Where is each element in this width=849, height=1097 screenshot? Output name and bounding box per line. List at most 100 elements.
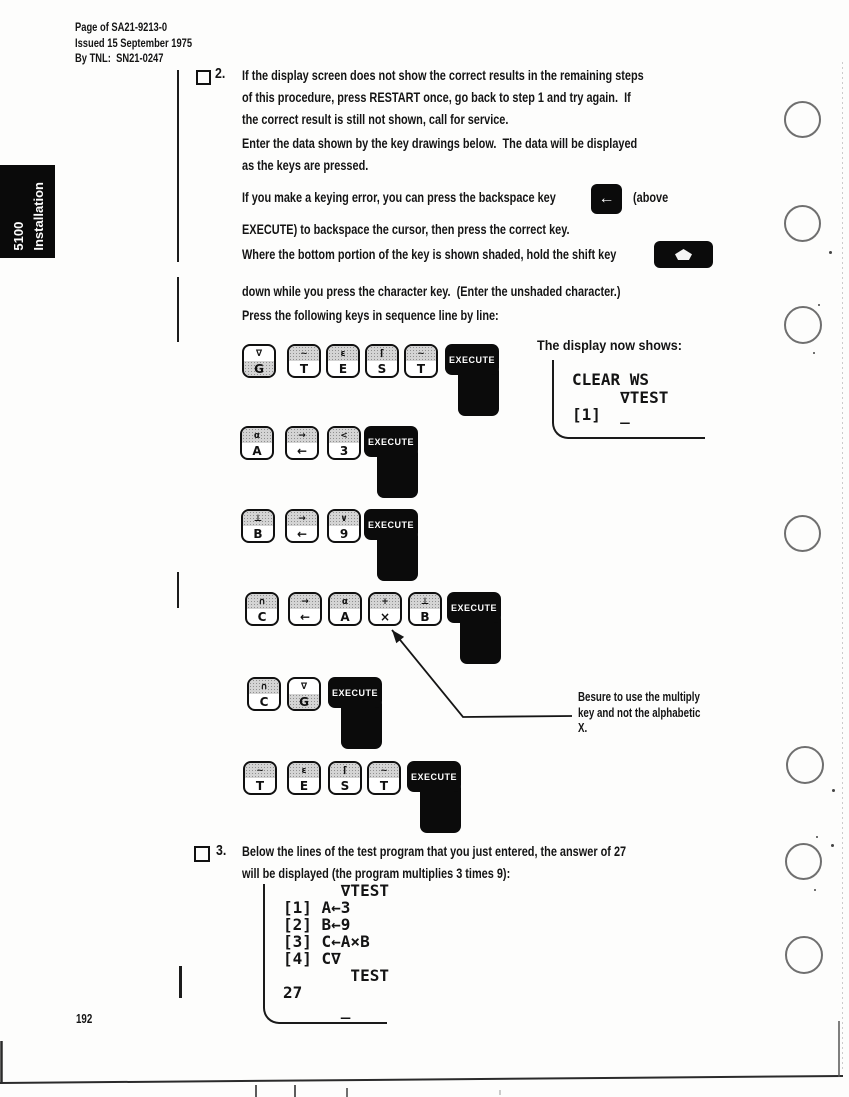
step2-para4: EXECUTE) to backspace the cursor, then p… <box>242 221 570 237</box>
key-cap-←: →← <box>288 592 322 626</box>
key-cap-T: ~T <box>287 344 321 378</box>
key-top-char: ∨ <box>329 511 359 526</box>
execute-key-label: EXECUTE <box>447 592 501 623</box>
display2-frame <box>263 884 387 1024</box>
key-bottom-char: ← <box>296 443 308 458</box>
binder-hole <box>785 843 822 880</box>
execute-key-label: EXECUTE <box>328 677 382 708</box>
display1-label: The display now shows: <box>537 337 682 353</box>
binder-hole <box>784 101 821 138</box>
key-top-char: ~ <box>289 346 319 361</box>
step2-para6: down while you press the character key. … <box>242 283 621 299</box>
key-cap-T: ~T <box>404 344 438 378</box>
key-cap-T: ~T <box>367 761 401 795</box>
key-bottom-char: T <box>255 778 265 793</box>
scan-speck <box>832 789 835 792</box>
step2-para2: Enter the data shown by the key drawings… <box>242 135 638 173</box>
scan-speck <box>813 352 815 354</box>
key-top-char: < <box>329 428 359 443</box>
execute-key: EXECUTE <box>445 344 499 416</box>
key-top-char: ⌈ <box>330 763 360 778</box>
key-cap-9: ∨9 <box>327 509 361 543</box>
execute-key: EXECUTE <box>447 592 501 664</box>
key-bottom-char: G <box>289 694 319 709</box>
key-bottom-char: 9 <box>339 526 349 541</box>
key-bottom-char: T <box>299 361 309 376</box>
key-top-char: ⊥ <box>243 511 273 526</box>
key-top-char: α <box>242 428 272 443</box>
key-cap-3: <3 <box>327 426 361 460</box>
key-bottom-char: B <box>420 609 430 624</box>
key-bottom-char: C <box>257 609 267 624</box>
page-number: 192 <box>76 1012 93 1026</box>
binder-hole <box>784 306 822 344</box>
key-bottom-char: 3 <box>339 443 349 458</box>
page-header: Page of SA21-9213-0 Issued 15 September … <box>75 20 193 65</box>
step2-para5: Where the bottom portion of the key is s… <box>242 246 617 262</box>
key-top-char: ε <box>289 763 319 778</box>
key-cap-S: ⌈S <box>328 761 362 795</box>
key-cap-←: →← <box>285 509 319 543</box>
execute-key: EXECUTE <box>407 761 461 833</box>
key-bottom-char: B <box>253 526 263 541</box>
step3-number: 3. <box>216 843 227 859</box>
key-bottom-char: T <box>379 778 389 793</box>
key-bottom-char: A <box>340 609 350 624</box>
key-top-char: ~ <box>406 346 436 361</box>
key-bottom-char: ← <box>299 609 311 624</box>
binder-hole <box>784 515 821 552</box>
key-cap-×: +× <box>368 592 402 626</box>
step3-checkbox <box>194 846 210 862</box>
change-bar <box>177 572 179 608</box>
execute-key-label: EXECUTE <box>445 344 499 375</box>
key-top-char: ∩ <box>249 679 279 694</box>
key-top-char: ~ <box>245 763 275 778</box>
scan-speck <box>818 304 820 306</box>
execute-key: EXECUTE <box>364 426 418 498</box>
key-cap-C: ∩C <box>245 592 279 626</box>
key-bottom-char: E <box>338 361 348 376</box>
multiply-key-note: Besure to use the multiply key and not t… <box>578 690 701 735</box>
key-top-char: → <box>287 428 317 443</box>
key-bottom-char: ← <box>296 526 308 541</box>
key-bottom-char: C <box>259 694 269 709</box>
key-top-char: → <box>290 594 320 609</box>
change-bar <box>177 277 179 342</box>
scan-speck <box>829 251 832 254</box>
step2-para3-after: (above <box>633 189 669 205</box>
step2-para1: If the display screen does not show the … <box>242 67 644 127</box>
key-top-char: ε <box>328 346 358 361</box>
key-top-char: ∇ <box>255 348 263 359</box>
key-cap-C: ∩C <box>247 677 281 711</box>
key-top-char: ⌈ <box>367 346 397 361</box>
key-top-char: α <box>330 594 360 609</box>
display2-text: ∇TEST [1] A←3 [2] B←9 [3] C←A×B [4] C∇ T… <box>283 881 389 1019</box>
step2-number: 2. <box>215 66 226 82</box>
key-bottom-char: T <box>416 361 426 376</box>
shift-key-icon <box>654 241 713 268</box>
key-top-char: ~ <box>369 763 399 778</box>
key-top-char: → <box>287 511 317 526</box>
shift-arrow-icon <box>675 249 692 260</box>
key-top-char: ⊥ <box>410 594 440 609</box>
key-bottom-char: S <box>340 778 350 793</box>
scan-speck <box>831 844 834 847</box>
change-bar <box>179 966 182 998</box>
key-cap-B: ⊥B <box>241 509 275 543</box>
key-top-char: ∩ <box>247 594 277 609</box>
key-cap-B: ⊥B <box>408 592 442 626</box>
execute-key-label: EXECUTE <box>364 509 418 540</box>
backspace-arrow-icon: ← <box>598 190 615 207</box>
execute-key: EXECUTE <box>328 677 382 749</box>
binder-hole <box>784 205 821 242</box>
chapter-tab: 5100 Installation <box>0 165 55 258</box>
key-bottom-char: G <box>244 361 274 376</box>
key-cap-←: →← <box>285 426 319 460</box>
binder-hole <box>786 746 824 784</box>
display1-text: CLEAR WS ∇TEST [1] _ <box>572 370 669 424</box>
key-bottom-char: S <box>377 361 387 376</box>
key-cap-G: ∇G <box>287 677 321 711</box>
